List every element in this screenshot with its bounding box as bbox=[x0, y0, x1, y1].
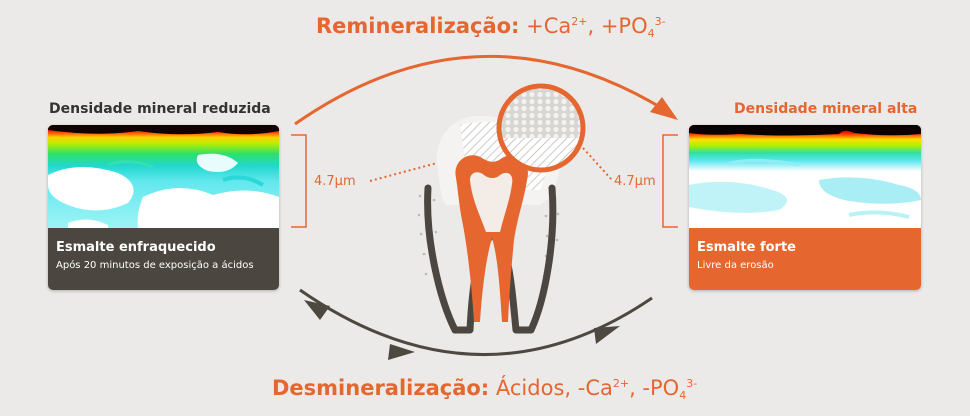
calcium-charge: 2+ bbox=[571, 15, 588, 28]
strong-enamel-card: Esmalte forte Livre da erosão bbox=[689, 125, 921, 290]
strong-enamel-density-map bbox=[689, 125, 921, 228]
strong-enamel-subtitle: Livre da erosão bbox=[697, 260, 774, 271]
weak-enamel-caption: Esmalte enfraquecido Após 20 minutos de … bbox=[48, 228, 279, 290]
remineralization-title: Remineralização: +Ca2+, +PO43- bbox=[316, 14, 666, 40]
right-panel-title: Densidade mineral alta bbox=[734, 101, 918, 117]
phosphate-subscript: 4 bbox=[679, 389, 687, 402]
demineralization-arrowhead-middle bbox=[388, 344, 415, 360]
remineralization-ions-calcium: +Ca bbox=[519, 14, 572, 38]
remineralization-arrowhead bbox=[650, 97, 678, 120]
strong-enamel-caption: Esmalte forte Livre da erosão bbox=[689, 228, 921, 290]
demineralization-label: Desmineralização: bbox=[272, 376, 490, 400]
weak-enamel-subtitle: Após 20 minutos de exposição a ácidos bbox=[56, 260, 254, 271]
remineralization-ions-phosphate: , +PO bbox=[587, 14, 648, 38]
demineralization-arrowhead-left bbox=[304, 300, 330, 320]
phosphate-charge: 3- bbox=[686, 377, 698, 390]
demineralization-ions-phosphate: , -PO bbox=[629, 376, 680, 400]
remineralization-label: Remineralização: bbox=[316, 14, 520, 38]
remineralization-arc bbox=[294, 54, 669, 126]
calcium-charge: 2+ bbox=[612, 377, 630, 390]
right-thickness-label: 4.7μm bbox=[614, 174, 656, 189]
weak-enamel-density-map bbox=[48, 125, 279, 228]
left-bracket bbox=[291, 134, 307, 228]
demineralization-title: Desmineralização: Ácidos, -Ca2+, -PO43- bbox=[272, 376, 697, 402]
left-panel-title: Densidade mineral reduzida bbox=[49, 101, 271, 117]
weak-enamel-heading: Esmalte enfraquecido bbox=[56, 240, 216, 255]
phosphate-subscript: 4 bbox=[647, 27, 655, 40]
phosphate-charge: 3- bbox=[654, 15, 666, 28]
demineralization-arc bbox=[299, 288, 653, 357]
left-thickness-label: 4.7μm bbox=[314, 174, 356, 189]
demineralization-ions-calcium: Ácidos, -Ca bbox=[489, 376, 613, 400]
demineralization-arrowhead-right bbox=[594, 326, 620, 344]
strong-enamel-heading: Esmalte forte bbox=[697, 240, 796, 255]
right-bracket bbox=[662, 134, 678, 228]
weak-enamel-card: Esmalte enfraquecido Após 20 minutos de … bbox=[48, 125, 279, 290]
right-pointer-line bbox=[582, 147, 613, 181]
